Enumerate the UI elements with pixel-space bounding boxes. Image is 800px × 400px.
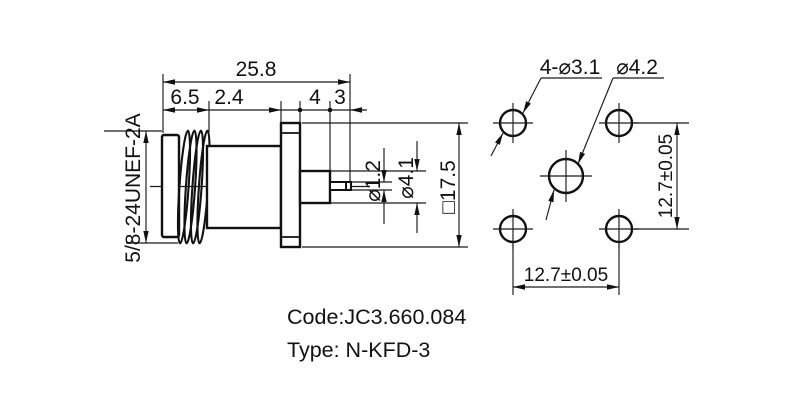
dim-overall-label: 25.8	[236, 58, 277, 81]
part-code-text: Code:JC3.660.084	[287, 305, 466, 329]
thread-spec-label: 5/8-24UNEF-2A	[122, 113, 145, 262]
dim-thread-length-label: 6.5	[170, 86, 199, 109]
dim-hole-spacing-h-label: 12.7±0.05	[524, 265, 608, 286]
dim-pin-length-label: 3	[334, 86, 346, 109]
dim-chain-dot	[327, 107, 333, 113]
coupling-nut-rim	[160, 133, 181, 239]
dim-hole-spacing-v-label: 12.7±0.05	[656, 134, 677, 218]
title-block: Code:JC3.660.084 Type: N-KFD-3	[287, 305, 466, 362]
dim-flange-square-label: □17.5	[437, 160, 460, 214]
dim-rear-body-label: 4	[309, 86, 321, 109]
dim-insulator-diameter-label: ⌀4.1	[395, 157, 418, 199]
flange-face-view: 4-⌀3.1 ⌀4.2 12.7±0.05 12.7±0.05	[490, 56, 689, 295]
connector-body	[205, 144, 283, 230]
flange-plate	[279, 121, 302, 249]
center-hole-callout: ⌀4.2	[616, 56, 658, 79]
rear-insulator	[298, 169, 332, 205]
dim-pin-diameter-label: ⌀1.2	[362, 160, 385, 202]
mount-holes-callout: 4-⌀3.1	[540, 56, 601, 79]
dim-flange-thickness-label: 2.4	[214, 86, 244, 109]
part-type-text: Type: N-KFD-3	[287, 338, 430, 362]
leader-lines	[490, 77, 664, 221]
side-view: 25.8 6.5 2.4 4 3 5/8-24UNEF-2A ⌀1.2 ⌀4.1	[104, 58, 468, 263]
hole-crosshairs	[493, 103, 639, 249]
dim-chain-dot	[297, 107, 303, 113]
contact-pin	[329, 181, 352, 191]
